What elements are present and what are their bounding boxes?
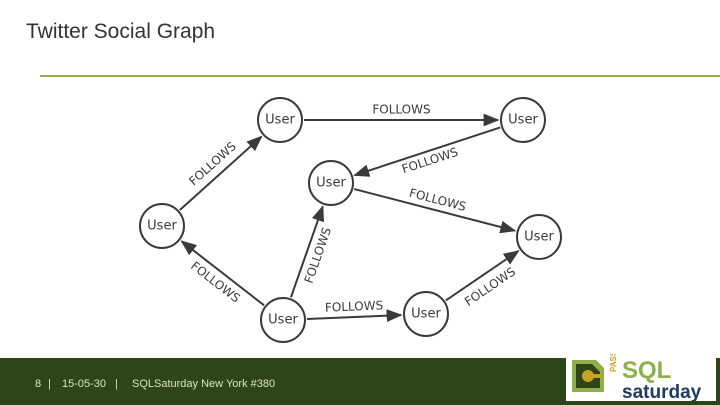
user-node-label: User xyxy=(147,219,177,234)
edge-arrow-n4-n1 xyxy=(179,135,263,211)
user-node: User xyxy=(260,297,306,343)
edge-arrow-n6-n3 xyxy=(289,205,325,298)
footer-date: 15-05-30 xyxy=(62,378,107,390)
slide-number: 8 xyxy=(35,378,42,390)
user-node-circle xyxy=(500,97,546,143)
user-node-label: User xyxy=(524,230,554,245)
user-node: User xyxy=(139,203,185,249)
user-node-label: User xyxy=(411,307,441,322)
edge-arrow-n6-n4 xyxy=(180,240,265,307)
user-node: User xyxy=(516,214,562,260)
user-node-label: User xyxy=(265,113,295,128)
user-node-circle xyxy=(139,203,185,249)
edge-label: FOLLOWS xyxy=(372,103,430,117)
user-node: User xyxy=(257,97,303,143)
edge-label: FOLLOWS xyxy=(325,298,384,314)
user-node-label: User xyxy=(508,113,538,128)
user-node-label: User xyxy=(316,176,346,191)
user-node-circle xyxy=(403,291,449,337)
sqlsaturday-logo: PASS SQL saturday xyxy=(566,354,716,401)
slide-title: Twitter Social Graph xyxy=(26,20,216,43)
edge-arrow-n6-n7 xyxy=(306,309,403,323)
title-divider xyxy=(40,75,720,77)
footer-separator: | xyxy=(48,378,51,390)
edge-arrow-n2-n3 xyxy=(353,126,501,177)
user-node: User xyxy=(403,291,449,337)
logo-pass-text: PASS xyxy=(609,354,618,372)
user-node-circle xyxy=(308,160,354,206)
user-node-circle xyxy=(516,214,562,260)
user-node: User xyxy=(308,160,354,206)
logo-saturday-text: saturday xyxy=(622,382,702,401)
logo-sql-text: SQL xyxy=(622,357,671,384)
user-node-label: User xyxy=(268,313,298,328)
footer-event: SQLSaturday New York #380 xyxy=(132,378,276,390)
user-node: User xyxy=(500,97,546,143)
edge-arrow-n7-n5 xyxy=(445,250,520,302)
user-node-circle xyxy=(260,297,306,343)
user-node-circle xyxy=(257,97,303,143)
edge-arrow-n3-n5 xyxy=(353,188,517,234)
footer-separator: | xyxy=(115,378,118,390)
